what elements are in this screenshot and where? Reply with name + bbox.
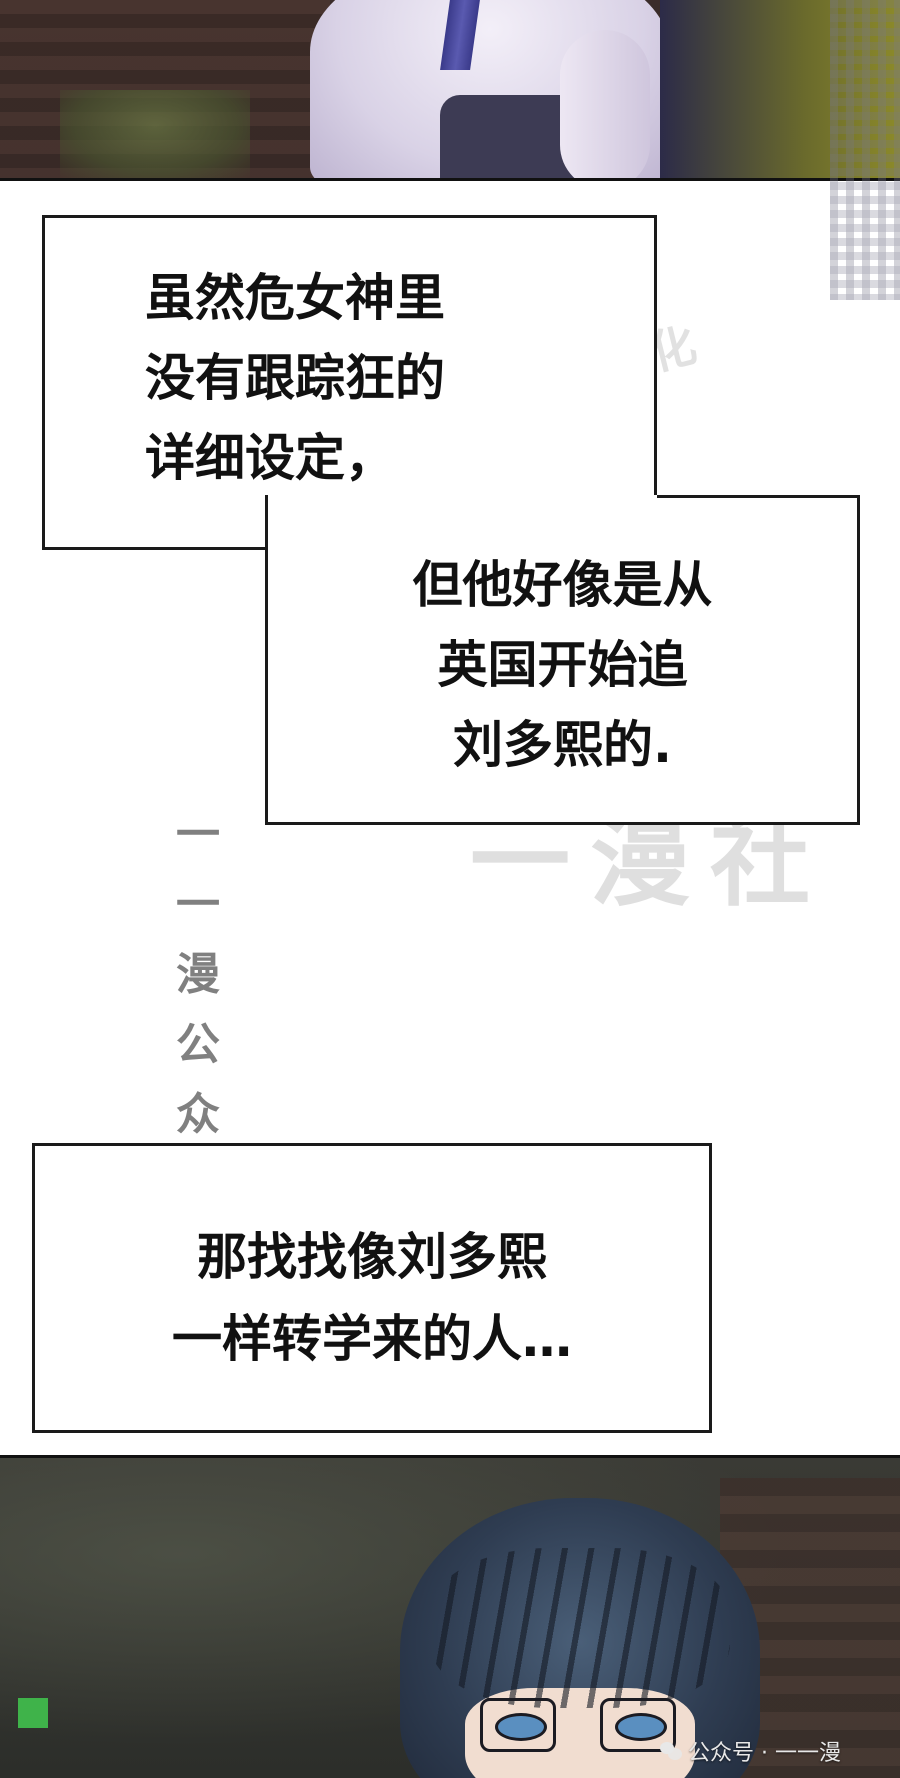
background-right <box>660 0 900 180</box>
caption-line: 虽然危女神里 <box>145 269 445 327</box>
eye-right <box>615 1713 667 1741</box>
caption-line: 但他好像是从 <box>412 556 713 614</box>
caption-line: 那找找像刘多熙 <box>197 1228 547 1286</box>
glasses-right-lens <box>600 1698 676 1752</box>
credit-footer: 公众号 · 一一漫 <box>660 1735 841 1767</box>
background-object <box>18 1698 48 1728</box>
glasses-left-lens <box>480 1698 556 1752</box>
caption-box-2-border <box>657 495 860 498</box>
watermark-char: 一 <box>176 809 220 860</box>
watermark-char: 众 <box>176 1089 220 1140</box>
bottom-illustration-panel <box>0 1455 900 1778</box>
caption-box-1: 虽然危女神里 没有跟踪狂的 详细设定， <box>42 215 657 550</box>
wechat-icon <box>660 1742 682 1760</box>
caption-box-3: 那找找像刘多熙 一样转学来的人… <box>32 1143 712 1433</box>
character-bangs <box>430 1548 730 1708</box>
top-illustration-panel <box>0 0 900 180</box>
watermark-char: 漫 <box>176 949 220 1000</box>
caption-line: 刘多熙的. <box>453 716 672 774</box>
character-arm <box>560 30 650 180</box>
caption-line: 英国开始追 <box>437 636 688 694</box>
caption-box-2: 但他好像是从 英国开始追 刘多熙的. <box>265 495 860 825</box>
caption-line: 详细设定， <box>145 429 395 487</box>
credit-text: 公众号 · 一一漫 <box>688 1741 841 1766</box>
caption-line: 一样转学来的人… <box>172 1310 572 1368</box>
eye-left <box>495 1713 547 1741</box>
qr-code-watermark <box>830 0 900 300</box>
background-plant <box>60 90 250 180</box>
caption-line: 没有跟踪狂的 <box>145 349 445 407</box>
watermark-char: 公 <box>176 1019 220 1070</box>
panel-divider <box>0 178 900 181</box>
watermark-char: 一 <box>176 879 220 930</box>
